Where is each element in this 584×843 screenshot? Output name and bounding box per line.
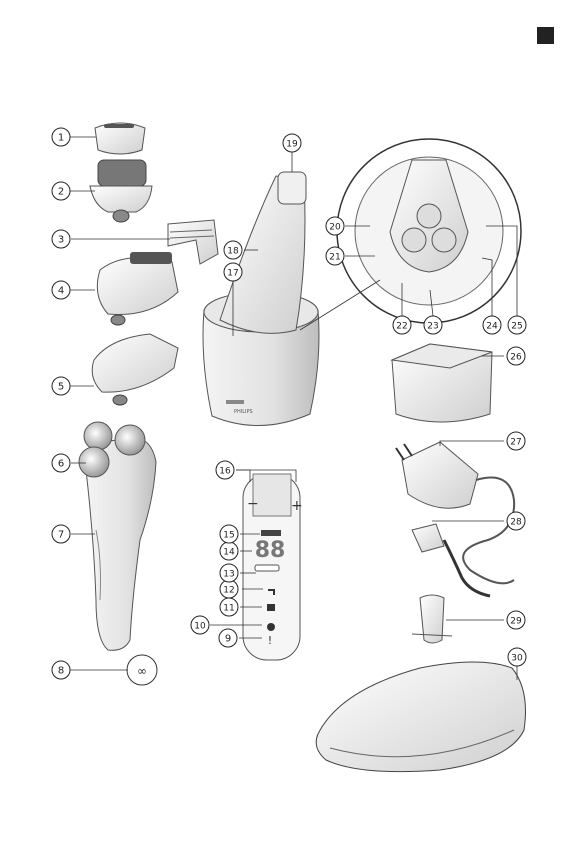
travel-pouch [316, 662, 525, 772]
display-plus-sign: + [291, 498, 303, 514]
trimmer-attachment [97, 252, 178, 325]
display-digits: 88 [255, 538, 286, 563]
shaver [79, 422, 156, 650]
appliance-plug [412, 524, 490, 596]
language-tab-marker [537, 27, 554, 44]
cleaning-unit-brand-label: PHILIPS [234, 409, 253, 415]
display-alert-symbol: ! [268, 634, 272, 647]
svg-text:∞: ∞ [137, 664, 147, 678]
cleaning-cartridge [392, 344, 492, 422]
cleansing-brush-head [90, 160, 152, 222]
precision-trimmer-attachment [92, 334, 178, 405]
shaving-head-icon [267, 623, 275, 631]
cleaning-unit [203, 172, 319, 426]
lock-icon [267, 604, 275, 611]
display-minus-sign: − [247, 496, 259, 512]
storage-stand [412, 595, 452, 643]
shaver-socket-detail: ∞ [127, 655, 157, 685]
cleaning-unit-top-view [337, 139, 521, 323]
cleansing-brush-cap [95, 123, 145, 154]
trimmer-comb [168, 220, 218, 264]
